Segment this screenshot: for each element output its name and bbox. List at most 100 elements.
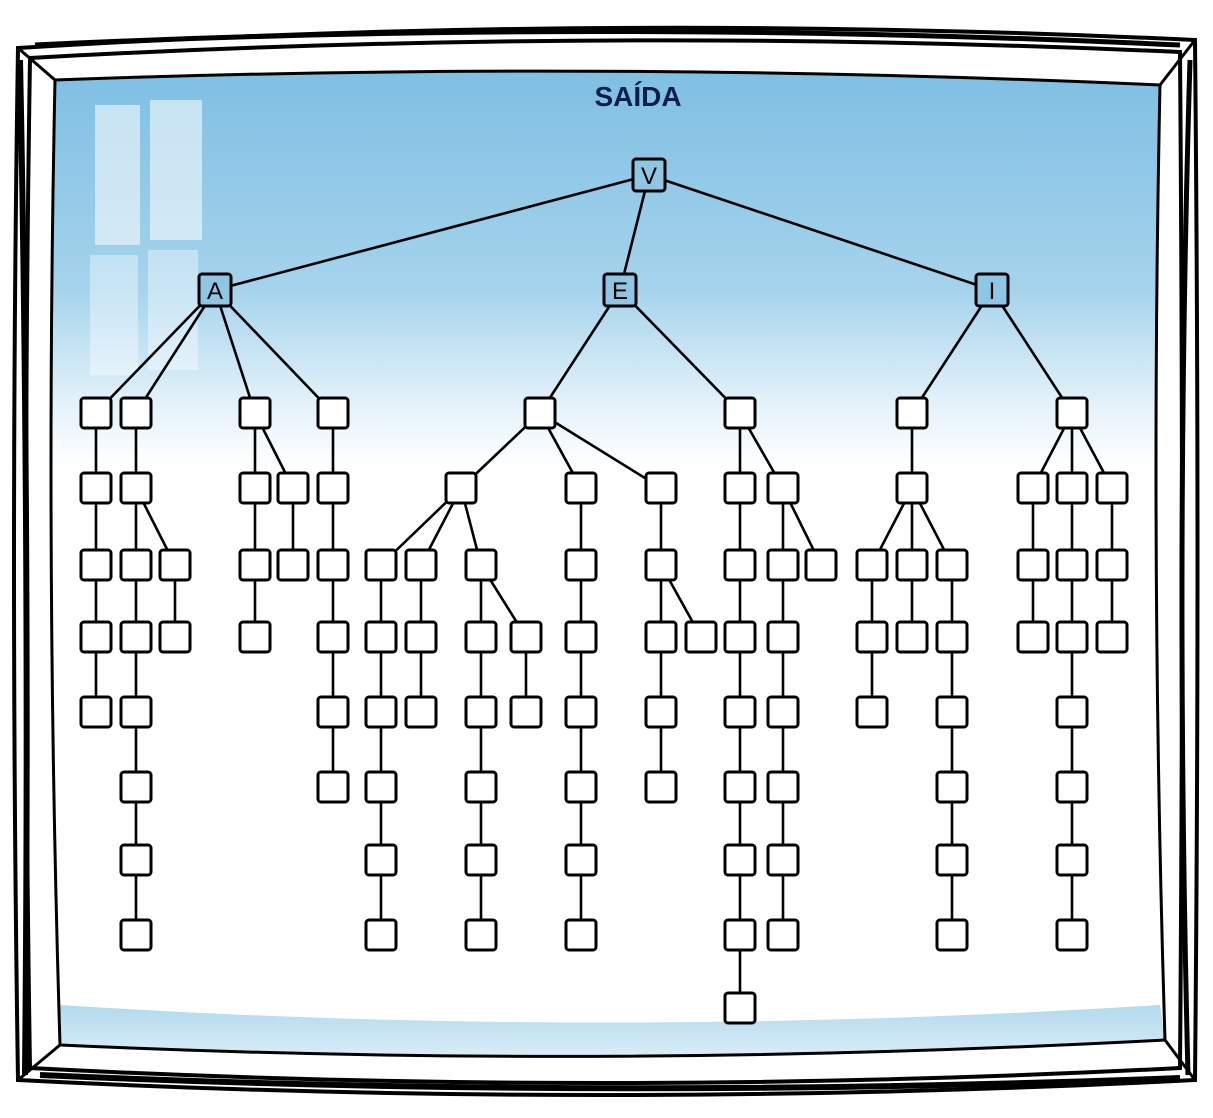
tree-edge: [213, 173, 651, 292]
tree-node: [464, 843, 498, 877]
tree-node: [509, 620, 543, 654]
tree-node: [1055, 843, 1089, 877]
tree-node-e: [602, 272, 638, 308]
tree-node: [895, 548, 929, 582]
tree-node: [119, 548, 153, 582]
tree-node: [119, 843, 153, 877]
tree-node: [935, 770, 969, 804]
tree-node: [316, 548, 350, 582]
tree-node: [1055, 471, 1089, 505]
tree-node: [723, 918, 757, 952]
tree-edge: [538, 411, 663, 490]
tree-node: [119, 695, 153, 729]
tree-node: [316, 695, 350, 729]
tree-node: [1016, 548, 1050, 582]
tree-node: [238, 471, 272, 505]
tree-node: [935, 918, 969, 952]
tree-node: [464, 548, 498, 582]
tree-edge: [538, 288, 622, 415]
tree-node: [316, 471, 350, 505]
tree-node: [766, 918, 800, 952]
tree-node-label-i: I: [989, 278, 996, 305]
tree-node: [723, 548, 757, 582]
tree-node: [119, 770, 153, 804]
tree-edge: [910, 288, 994, 415]
tree-node: [464, 620, 498, 654]
tree-node: [723, 695, 757, 729]
tree-node: [509, 695, 543, 729]
tree-node: [855, 548, 889, 582]
tree-node: [316, 770, 350, 804]
tree-node: [895, 620, 929, 654]
tree-edge: [618, 173, 651, 292]
tree-node: [238, 620, 272, 654]
tree-edge: [94, 288, 217, 415]
tree-node: [364, 843, 398, 877]
tree-node: [1095, 620, 1129, 654]
tv-frame: [12, 25, 1200, 1097]
tree-node: [564, 843, 598, 877]
tree-node-a: [197, 272, 233, 308]
tree-node: [935, 548, 969, 582]
tree-node: [276, 548, 310, 582]
tree-node: [404, 548, 438, 582]
tree-node: [119, 396, 153, 430]
tree-node: [644, 770, 678, 804]
tree-node: [1095, 471, 1129, 505]
tree-node: [723, 620, 757, 654]
tree-node: [804, 548, 838, 582]
tree-node: [723, 843, 757, 877]
tree-node: [935, 620, 969, 654]
tree-node-i: [974, 272, 1010, 308]
tree-node: [895, 396, 929, 430]
tree-node: [119, 918, 153, 952]
tree-node: [723, 471, 757, 505]
tree-node: [464, 695, 498, 729]
tree-edge: [213, 288, 257, 415]
tree-node: [564, 620, 598, 654]
tree-node: [158, 548, 192, 582]
tree-node: [723, 396, 757, 430]
tree-node: [364, 548, 398, 582]
tree-node: [1016, 620, 1050, 654]
tree-node-v: [631, 157, 667, 193]
tree-node: [766, 471, 800, 505]
tree-node: [1055, 548, 1089, 582]
tree-node: [276, 471, 310, 505]
tree-node: [723, 991, 757, 1025]
tree-node: [464, 918, 498, 952]
tree-node: [855, 620, 889, 654]
tree-node: [523, 396, 557, 430]
tree-node: [364, 695, 398, 729]
tree-node-label-v: V: [641, 163, 657, 190]
tree-node: [364, 918, 398, 952]
tree-node: [1055, 396, 1089, 430]
tree-node: [238, 396, 272, 430]
tree-node-label-a: A: [207, 278, 223, 305]
tree-node: [79, 396, 113, 430]
tree-node: [935, 695, 969, 729]
tree-node: [766, 620, 800, 654]
tree-node: [79, 620, 113, 654]
tree-node: [684, 620, 718, 654]
tree-node: [935, 843, 969, 877]
tree-node: [1095, 548, 1129, 582]
tree-node: [564, 770, 598, 804]
tree-node: [1055, 695, 1089, 729]
tree-edge: [647, 173, 994, 292]
tree-node: [766, 695, 800, 729]
tree-node: [158, 620, 192, 654]
tree-node: [79, 471, 113, 505]
tree-node: [1055, 918, 1089, 952]
tree-node: [238, 548, 272, 582]
tree-node: [766, 548, 800, 582]
tree-node: [644, 548, 678, 582]
tree-node: [564, 471, 598, 505]
tree-node: [644, 695, 678, 729]
tree-node: [766, 770, 800, 804]
tree-node: [364, 770, 398, 804]
tree-node: [644, 471, 678, 505]
tree-node: [564, 918, 598, 952]
